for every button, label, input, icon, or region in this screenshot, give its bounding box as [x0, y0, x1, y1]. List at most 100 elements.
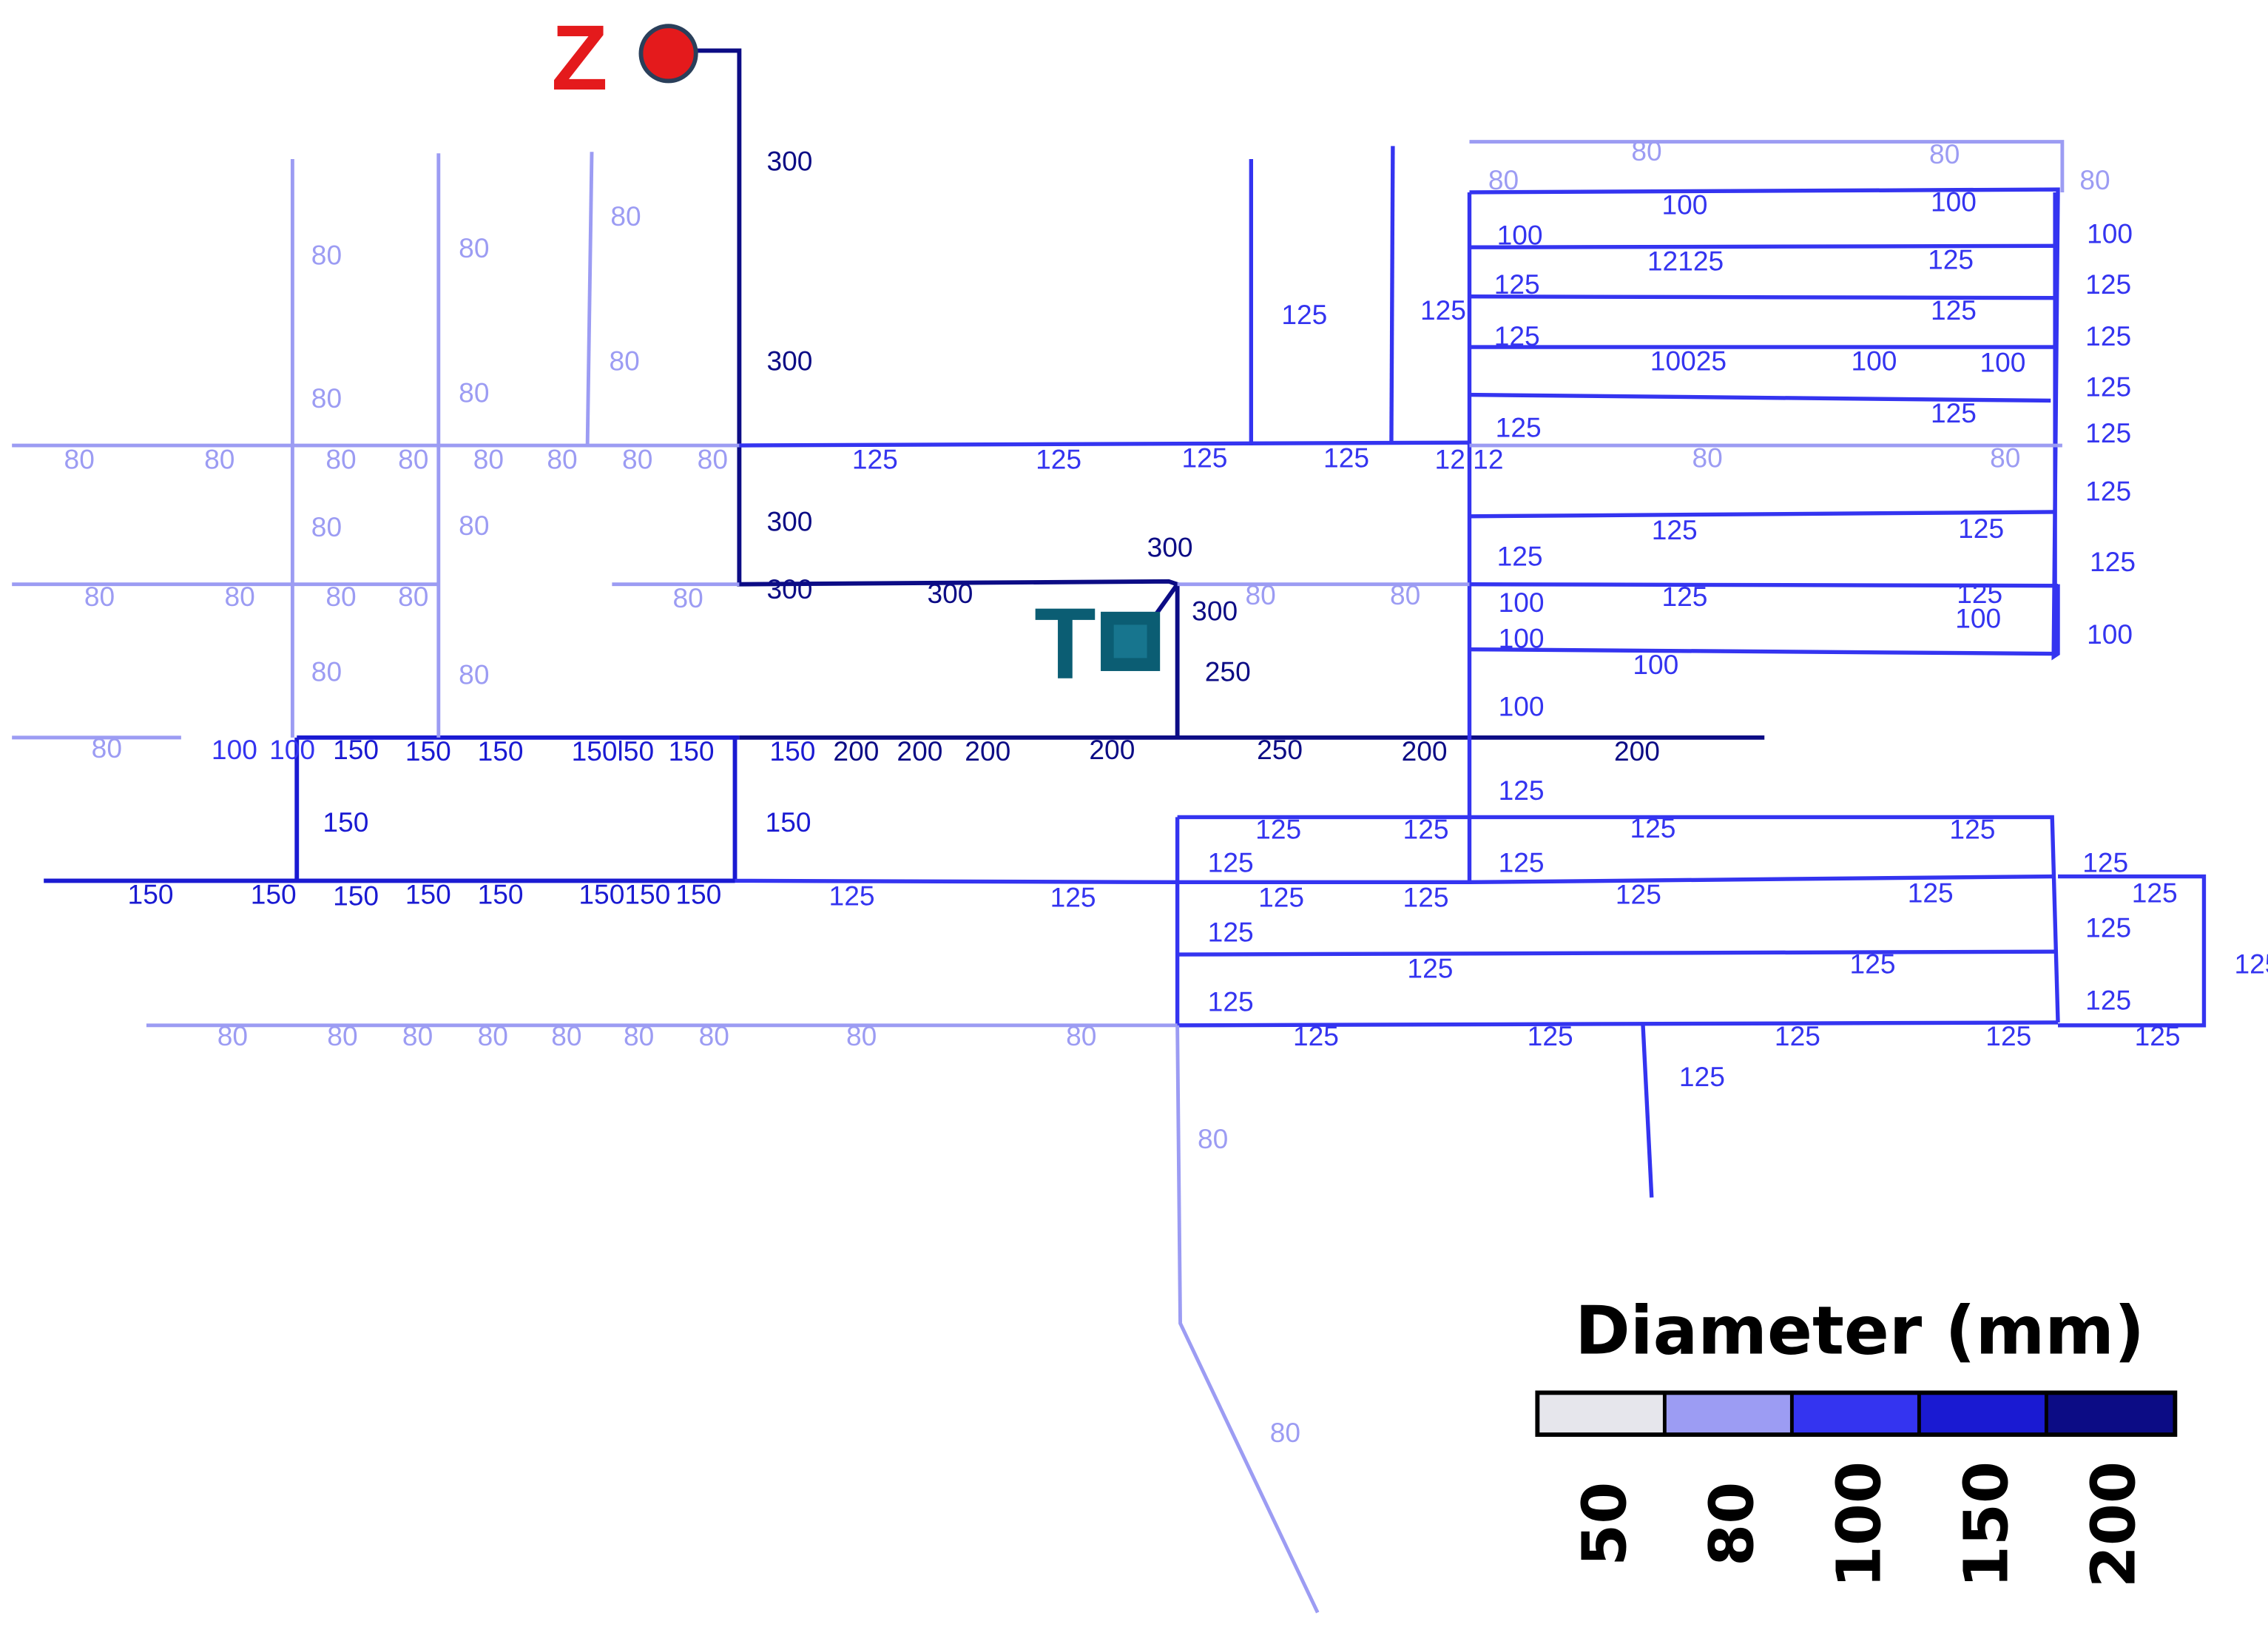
- diameter-label: 80: [1198, 1123, 1228, 1154]
- diameter-label: 150: [478, 735, 524, 767]
- pipe-segment-26[interactable]: [1469, 510, 2056, 519]
- diameter-label: 80: [398, 581, 428, 612]
- diameter-label: 100: [1980, 346, 2025, 377]
- diameter-label: 125: [2132, 877, 2178, 909]
- pipe-segment-0[interactable]: [694, 48, 742, 446]
- diameter-label: 200: [833, 735, 879, 767]
- pipe-segment-14[interactable]: [1469, 815, 2060, 1023]
- diameter-label: 150: [405, 735, 451, 767]
- diameter-label: 100: [2087, 218, 2133, 249]
- diameter-label: 80: [84, 581, 115, 612]
- diameter-label: 125: [1255, 814, 1301, 845]
- diameter-label: 80: [846, 1020, 877, 1051]
- diameter-label: 80: [1390, 579, 1420, 610]
- diameter-label: 150: [323, 806, 368, 838]
- diameter-label: 80: [1990, 442, 2020, 473]
- pipe-segment-16[interactable]: [2058, 874, 2207, 1028]
- diameter-label: 80: [402, 1020, 433, 1051]
- diameter-label: 80: [551, 1020, 581, 1051]
- legend-tick-200: 200: [2079, 1461, 2150, 1588]
- diameter-label: 125: [2085, 984, 2131, 1015]
- diameter-label: 125: [1985, 1020, 2031, 1051]
- diameter-label: 10025: [1650, 345, 1727, 376]
- pipe-segment-15[interactable]: [1469, 874, 2054, 885]
- pipe-segment-25[interactable]: [1469, 392, 2051, 403]
- diameter-label: 125: [1499, 847, 1545, 878]
- tank-marker[interactable]: T: [1034, 587, 1161, 700]
- diameter-label: 80: [473, 443, 504, 474]
- diameter-label: 250: [1205, 656, 1251, 687]
- diameter-label: 80: [672, 582, 703, 613]
- pipe-segments: [12, 48, 2207, 1614]
- diameter-label: 125: [2085, 269, 2131, 300]
- diameter-label: 150: [675, 879, 721, 910]
- diameter-label: 125: [1496, 411, 1542, 442]
- pipe-segment-17[interactable]: [1177, 949, 2057, 957]
- diameter-label: 80: [459, 659, 489, 690]
- diameter-label: 125: [1208, 986, 1254, 1017]
- diameter-label: 80: [459, 377, 489, 408]
- diameter-label: 300: [1147, 532, 1193, 563]
- diameter-label: 125: [1775, 1020, 1820, 1051]
- diameter-label: 125: [1403, 814, 1449, 845]
- diameter-label: 125: [2085, 371, 2131, 402]
- diameter-label: 125: [1679, 1061, 1725, 1092]
- tank-letter: T: [1034, 587, 1096, 700]
- diameter-label: 125: [1928, 244, 1974, 275]
- diameter-label: 80: [2079, 164, 2110, 195]
- diameter-label: 125: [1208, 916, 1254, 947]
- diameter-label: 125: [1403, 882, 1449, 913]
- diameter-label: 80: [225, 581, 255, 612]
- diameter-label: 150: [405, 879, 451, 910]
- diameter-label: 300: [927, 578, 973, 609]
- diameter-label: 125: [1652, 514, 1698, 545]
- pipe-segment-8[interactable]: [739, 440, 1470, 448]
- pipe-segment-27[interactable]: [1469, 582, 2059, 588]
- diameter-label: 80: [609, 345, 639, 376]
- pipe-segment-11[interactable]: [735, 878, 1178, 885]
- diameter-label: 80: [1246, 579, 1276, 610]
- pipe-segment-22[interactable]: [1469, 243, 2056, 249]
- source-marker[interactable]: Z: [551, 6, 698, 110]
- pipe-segment-1[interactable]: [737, 445, 1180, 738]
- pipe-segment-18[interactable]: [1177, 1020, 2059, 1028]
- diameter-label: 200: [1402, 735, 1448, 767]
- diameter-label: 150150: [578, 879, 670, 910]
- diameter-label: 100: [212, 734, 257, 765]
- diameter-label: 125: [1050, 882, 1096, 913]
- diameter-label: 80: [1488, 164, 1519, 195]
- tank-inner-icon: [1113, 624, 1147, 658]
- diameter-label: 300: [767, 573, 813, 604]
- pipe-segment-19[interactable]: [1641, 1025, 1654, 1198]
- diameter-label: 125: [1630, 812, 1675, 843]
- diameter-label: 125: [1958, 513, 2004, 544]
- pipe-segment-2[interactable]: [1153, 582, 1180, 616]
- diameter-label: 80: [459, 510, 489, 541]
- diameter-label: 200: [965, 735, 1010, 767]
- diameter-legend: Diameter (mm) 50 80 100 150 200: [1535, 1293, 2178, 1588]
- diameter-label: 80: [698, 443, 728, 474]
- pipe-segment-10[interactable]: [1389, 146, 1395, 445]
- diameter-label: 80: [311, 240, 342, 271]
- diameter-label: 200: [1614, 735, 1660, 767]
- diameter-label: 150: [766, 806, 811, 838]
- legend-swatch-100: [1792, 1392, 1920, 1435]
- diameter-label: 80: [1270, 1417, 1300, 1448]
- diameter-label: 125: [1494, 320, 1540, 351]
- diameter-label: 125: [2082, 847, 2128, 878]
- diameter-label: 80: [547, 443, 577, 474]
- diameter-label: 125: [1258, 882, 1304, 913]
- diameter-label: 125: [2085, 912, 2131, 943]
- pipe-segment-39[interactable]: [585, 152, 594, 446]
- pipe-segment-41[interactable]: [1469, 140, 2065, 192]
- pipe-segment-40[interactable]: [1175, 1025, 1320, 1614]
- pipe-segment-23[interactable]: [1469, 294, 2056, 300]
- diameter-label: 100: [1852, 345, 1897, 376]
- diameter-label: 80: [1631, 135, 1661, 166]
- pipe-segment-28[interactable]: [1469, 647, 2054, 656]
- pipe-segment-12[interactable]: [1177, 815, 1472, 885]
- diameter-label: 100: [1661, 189, 1707, 220]
- diameter-label: 125: [1494, 269, 1540, 300]
- diameter-label: 80: [204, 443, 234, 474]
- diameter-label: 80: [92, 732, 122, 764]
